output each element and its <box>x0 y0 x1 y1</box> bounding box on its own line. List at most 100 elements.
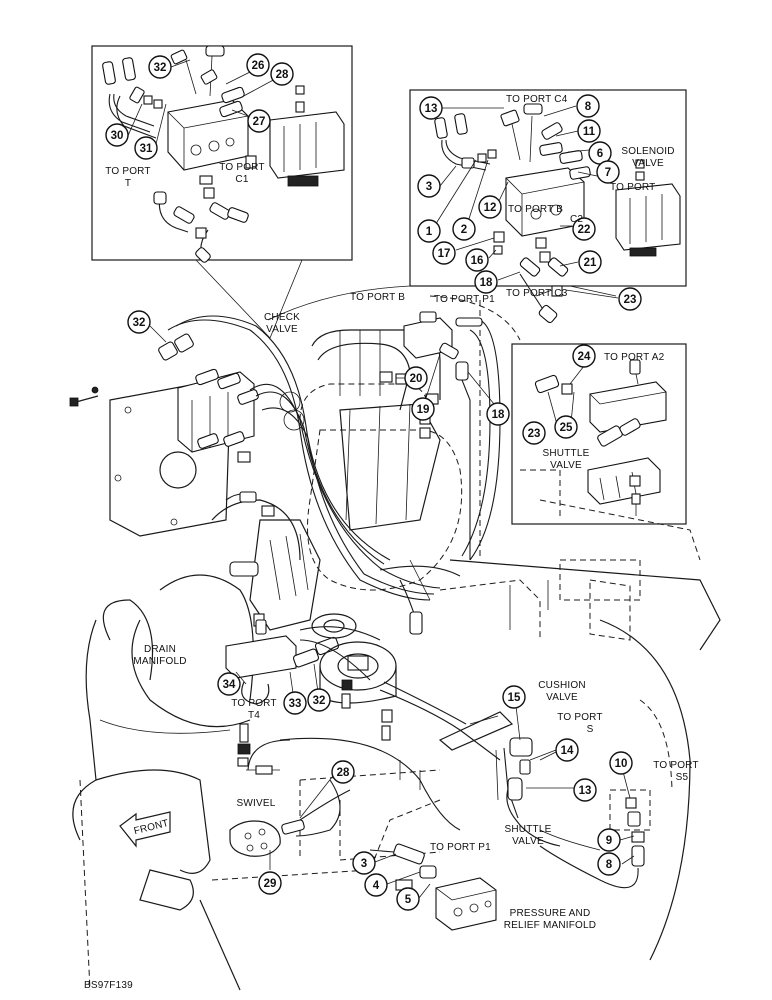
mid-right-inset-shuttle-valve <box>534 359 667 516</box>
svg-text:11: 11 <box>583 126 596 138</box>
label-to-port-a2: TO PORT A2 <box>604 352 665 363</box>
callout-1: 1 <box>417 219 441 243</box>
svg-text:32: 32 <box>133 317 146 329</box>
callout-18-a: 18 <box>474 270 498 294</box>
callout-bubbles: 32 26 28 30 31 27 13 8 11 6 7 3 12 1 2 2… <box>105 53 642 911</box>
main-machine-body <box>69 295 721 961</box>
inset-panel-top-right <box>267 89 687 321</box>
callout-28-a: 28 <box>270 62 294 86</box>
callout-32-a: 32 <box>148 55 172 79</box>
callout-30: 30 <box>105 123 129 147</box>
label-to-port-p1-bottom: TO PORT P1 <box>430 842 491 853</box>
callout-10: 10 <box>609 751 633 775</box>
svg-text:26: 26 <box>252 60 265 72</box>
svg-text:20: 20 <box>410 373 423 385</box>
svg-text:33: 33 <box>289 698 302 710</box>
svg-text:4: 4 <box>373 880 380 892</box>
callout-19: 19 <box>411 397 435 421</box>
callout-8-b: 8 <box>597 852 621 876</box>
callout-34: 34 <box>217 672 241 696</box>
svg-text:13: 13 <box>579 785 592 797</box>
svg-text:34: 34 <box>223 679 236 691</box>
svg-text:31: 31 <box>140 143 153 155</box>
label-to-port-top-right: TO PORT <box>610 182 655 193</box>
callout-21: 21 <box>578 250 602 274</box>
svg-text:13: 13 <box>425 103 438 115</box>
svg-text:15: 15 <box>508 692 521 704</box>
svg-text:28: 28 <box>337 767 350 779</box>
callout-32-c: 32 <box>307 688 331 712</box>
svg-text:30: 30 <box>111 130 124 142</box>
callout-8-a: 8 <box>576 94 600 118</box>
svg-text:7: 7 <box>605 167 611 179</box>
callout-28-b: 28 <box>331 760 355 784</box>
callout-7: 7 <box>596 160 620 184</box>
callout-32-b: 32 <box>127 310 151 334</box>
callout-2: 2 <box>452 217 476 241</box>
callout-13-a: 13 <box>419 96 443 120</box>
svg-text:12: 12 <box>484 202 497 214</box>
svg-text:23: 23 <box>624 294 637 306</box>
svg-text:24: 24 <box>578 351 591 363</box>
callout-5: 5 <box>396 887 420 911</box>
callout-31: 31 <box>134 136 158 160</box>
svg-text:18: 18 <box>492 409 505 421</box>
top-right-inset-valve-assembly <box>434 103 681 324</box>
svg-text:14: 14 <box>561 745 574 757</box>
svg-text:32: 32 <box>154 62 167 74</box>
callout-29: 29 <box>258 871 282 895</box>
svg-text:1: 1 <box>426 226 433 238</box>
callout-22: 22 <box>572 217 596 241</box>
svg-text:10: 10 <box>615 758 628 770</box>
label-front: FRONT <box>133 818 170 837</box>
callout-15: 15 <box>502 685 526 709</box>
label-to-port-p1-top: TO PORT P1 <box>434 294 495 305</box>
svg-text:28: 28 <box>276 69 289 81</box>
svg-text:18: 18 <box>480 277 493 289</box>
callout-24: 24 <box>572 344 596 368</box>
inset-panel-mid-right <box>511 343 687 525</box>
label-to-port-c2: TO PORT BC2 <box>508 204 583 225</box>
callout-9: 9 <box>597 828 621 852</box>
label-to-port-b: TO PORT B <box>350 292 405 303</box>
svg-text:17: 17 <box>438 248 451 260</box>
callout-16: 16 <box>465 248 489 272</box>
svg-text:23: 23 <box>528 428 541 440</box>
callout-12: 12 <box>478 195 502 219</box>
callout-14: 14 <box>555 738 579 762</box>
callout-3-b: 3 <box>352 851 376 875</box>
svg-text:2: 2 <box>461 224 467 236</box>
svg-text:3: 3 <box>426 181 432 193</box>
svg-text:5: 5 <box>405 894 412 906</box>
svg-text:25: 25 <box>560 422 573 434</box>
lower-left-assembly <box>72 491 651 991</box>
callout-23-a: 23 <box>618 287 642 311</box>
label-swivel: SWIVEL <box>237 798 276 809</box>
callout-3-a: 3 <box>417 174 441 198</box>
callout-4: 4 <box>364 873 388 897</box>
callout-33: 33 <box>283 691 307 715</box>
left-inset-valve-assembly <box>102 45 345 263</box>
callout-25: 25 <box>554 415 578 439</box>
inset-panel-left <box>91 45 353 339</box>
svg-text:9: 9 <box>606 835 612 847</box>
svg-text:19: 19 <box>417 404 430 416</box>
svg-text:8: 8 <box>585 101 592 113</box>
callout-18-b: 18 <box>486 402 510 426</box>
callout-23-b: 23 <box>522 421 546 445</box>
svg-text:29: 29 <box>264 878 277 890</box>
callout-13-b: 13 <box>573 778 597 802</box>
callout-26: 26 <box>246 53 270 77</box>
svg-text:21: 21 <box>584 257 597 269</box>
